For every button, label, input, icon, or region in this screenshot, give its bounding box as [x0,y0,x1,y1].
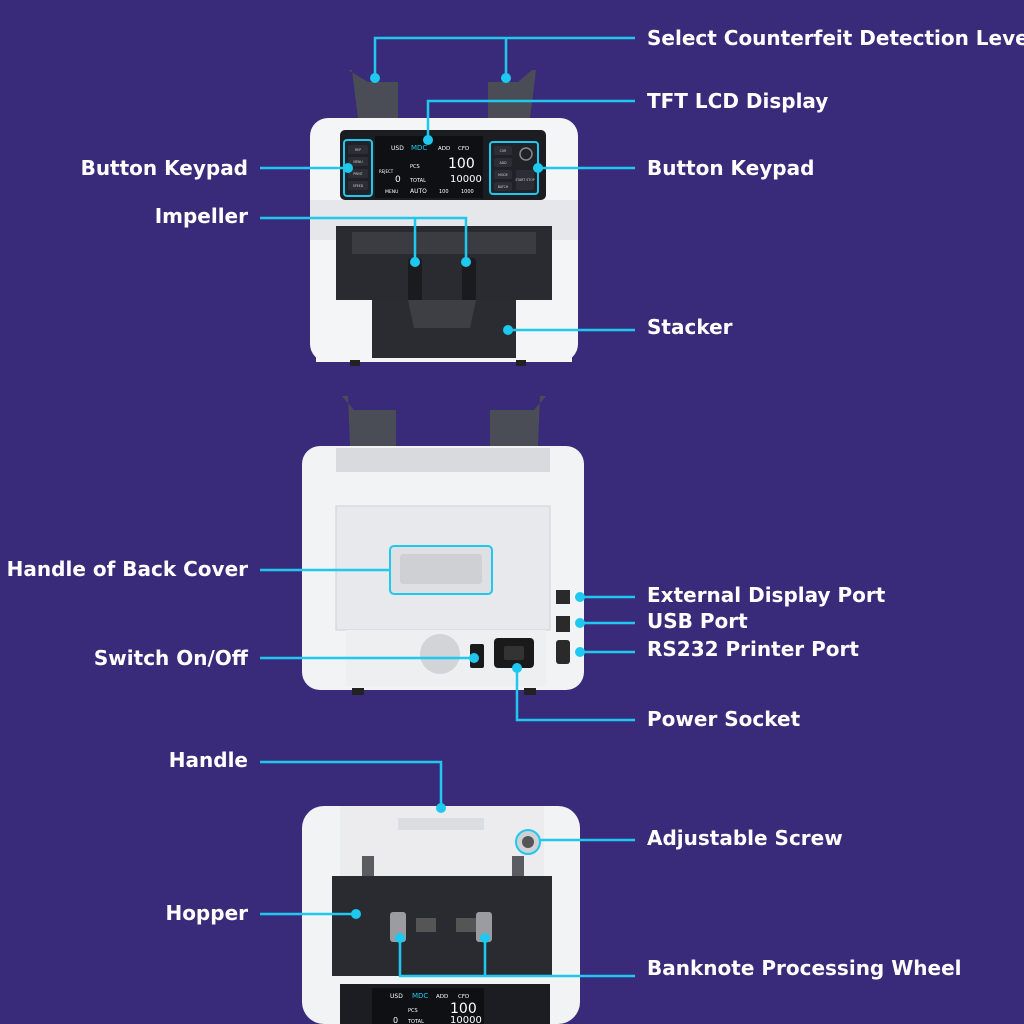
back-view-machine [302,396,584,695]
lcd-readout: USD MDC ADD CFD PCS 100 REJECT 0 TOTAL 1… [379,144,482,195]
keypad-right-key-label: CUR [500,149,508,153]
lcd-auto: AUTO [410,188,427,195]
lcd-pcs-value: 100 [448,156,475,172]
rs232-port [556,640,570,664]
label-adjustable-screw: Adjustable Screw [647,826,843,850]
keypad-left-key-label: MENU [353,160,363,164]
lcd-batch: 100 [439,189,449,195]
label-usb-port: USB Port [647,609,748,633]
line-counterfeit [373,36,635,78]
line-wheel [398,938,635,978]
label-handle: Handle [168,748,248,772]
label-keypad-right: Button Keypad [647,156,815,180]
label-power-socket: Power Socket [647,707,801,731]
ethernet-port [556,590,570,604]
lcd-mode: MDC [411,144,427,152]
top-lcd-reject: 0 [393,1016,398,1024]
top-lcd-cfd: CFD [458,994,469,1000]
lcd-pcs-label: PCS [410,164,420,170]
keypad-left-key-label: SPEED [353,184,364,188]
top-lcd-mode: MDC [412,992,428,1000]
label-tft-lcd: TFT LCD Display [647,89,829,113]
stacker-tray [372,300,516,358]
top-lcd-pcs-label: PCS [408,1008,418,1014]
top-lcd-add: ADD [436,994,448,1000]
label-external-display-port: External Display Port [647,583,886,607]
label-select-counterfeit: Select Counterfeit Detection Level [647,26,1024,50]
front-view-machine [310,70,578,366]
lcd-reject-label: REJECT [379,169,394,174]
label-hopper: Hopper [165,901,248,925]
label-rs232-port: RS232 Printer Port [647,637,859,661]
lcd-cfd: CFD [458,146,469,152]
keypad-right-key-label: START STOP [515,178,534,182]
label-switch: Switch On/Off [93,646,248,670]
leader-dots [343,73,585,943]
line-power [515,668,635,722]
impeller-left [408,258,422,306]
keypad-right-key-label: MODE [498,173,508,177]
lcd-total-label: TOTAL [409,178,426,184]
line-impeller [260,216,468,262]
keypad-left-key-label: PRINT [353,172,362,176]
keypad-right-key-label: ADD [499,161,507,165]
label-keypad-left: Button Keypad [80,156,248,180]
impeller-right [462,258,476,306]
lcd-currency: USD [391,145,404,152]
keypad-left-key-label: REP [355,148,361,152]
usb-port [556,616,570,632]
label-banknote-wheel: Banknote Processing Wheel [647,956,962,980]
hopper-area [332,876,552,976]
lcd-screen [375,136,483,198]
top-lcd-currency: USD [390,993,403,1000]
label-stacker: Stacker [647,315,733,339]
keypad-left [343,139,373,197]
top-lcd-total-label: TOTAL [407,1019,424,1024]
label-impeller: Impeller [154,204,248,228]
lcd-menu: MENU [385,189,398,195]
line-tft [426,99,635,140]
leader-lines [260,36,635,978]
lcd-total-value: 10000 [450,174,482,185]
top-lcd-pcs-value: 100 [450,1001,477,1017]
speaker-grill [420,634,460,674]
label-back-cover-handle: Handle of Back Cover [6,557,248,581]
lcd-add: ADD [438,146,450,152]
lcd-reject-value: 0 [395,175,401,185]
lcd-sum: 1000 [461,189,474,195]
line-handle [260,760,443,808]
top-view-machine: USD MDC ADD CFD PCS 100 0 TOTAL 10000 [302,806,580,1024]
top-lcd-total-value: 10000 [450,1015,482,1024]
keypad-right-key-label: BATCH [498,185,509,189]
